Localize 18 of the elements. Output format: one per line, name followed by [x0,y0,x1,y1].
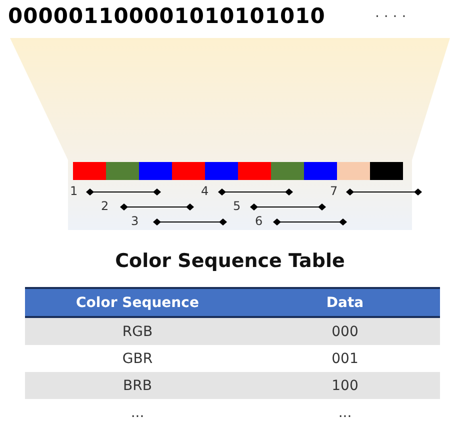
column-header: Color Sequence [25,288,250,317]
column-header: Data [250,288,440,317]
range-number: 6 [255,214,263,228]
range-number: 4 [201,184,209,198]
range-number: 7 [330,184,338,198]
range-number: 1 [70,184,78,198]
table-title: Color Sequence Table [114,250,346,272]
range-number: 3 [131,214,139,228]
range-number: 2 [101,199,109,213]
range-number: 5 [233,199,241,213]
table-cell: GBR [25,345,250,372]
table-cell: BRB [25,372,250,399]
table-cell: 100 [250,372,440,399]
continuation-dots: · · · · [375,9,406,25]
table-cell: 000 [250,317,440,345]
table-cell: RGB [25,317,250,345]
table-cell: 001 [250,345,440,372]
bit-sequence: 000001100001010101010 [8,4,326,28]
